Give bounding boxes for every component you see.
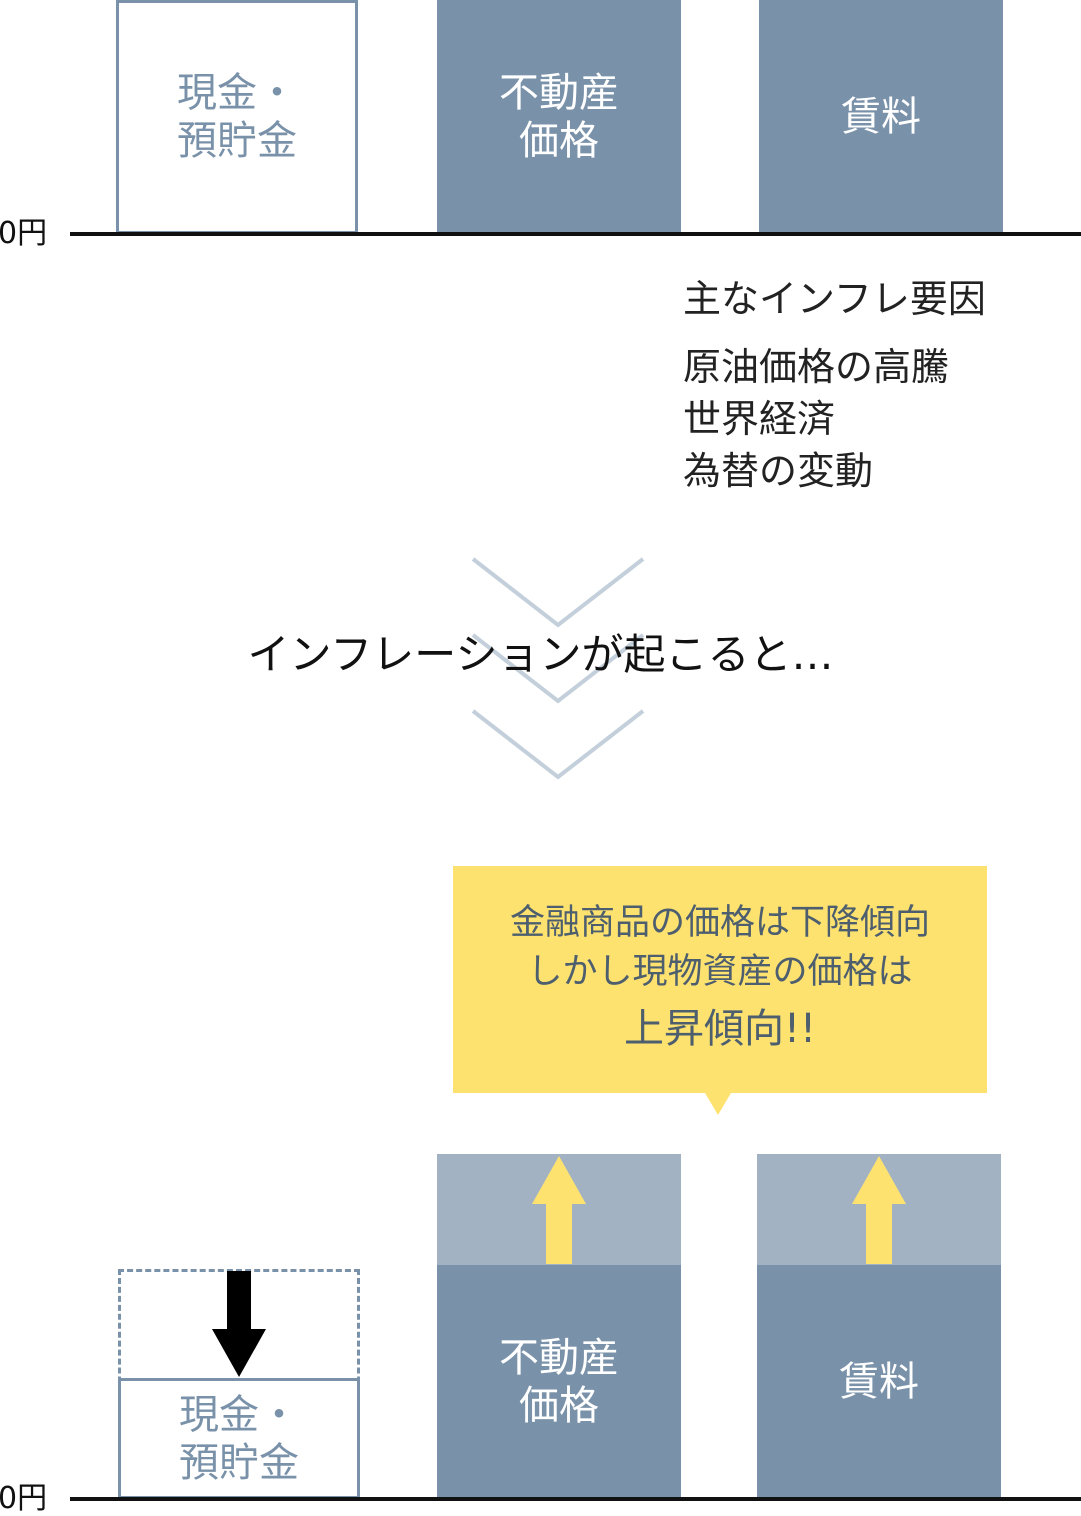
down-arrow-icon <box>212 1271 266 1377</box>
baseline-bottom <box>70 1497 1081 1501</box>
cash-savings-box-after: 現金・ 預貯金 <box>118 1378 360 1499</box>
zero-yen-label-bottom: 0円 <box>0 1481 48 1516</box>
callout-line2: しかし現物資産の価格は <box>527 951 913 992</box>
cash-savings-box-before: 現金・ 預貯金 <box>116 0 358 234</box>
chevron-down-icon <box>471 557 645 780</box>
real-estate-label-line2: 価格 <box>519 118 599 164</box>
real-estate-box-before: 不動産 価格 <box>437 0 681 234</box>
cash-savings-label-line1: 現金・ <box>179 1391 299 1438</box>
cash-savings-label-line2: 預貯金 <box>177 118 297 164</box>
up-arrow-icon <box>852 1156 906 1264</box>
real-estate-box-after: 不動産 価格 <box>437 1265 681 1499</box>
zero-yen-label-top: 0円 <box>0 216 48 251</box>
real-estate-label-line1: 不動産 <box>499 70 619 116</box>
factor-item-world-economy: 世界経済 <box>683 397 836 441</box>
callout-bubble: 金融商品の価格は下降傾向 しかし現物資産の価格は 上昇傾向!! <box>453 866 987 1093</box>
callout-tail <box>705 1093 731 1115</box>
headline: インフレーションが起こると… <box>247 630 834 679</box>
up-arrow-icon <box>532 1156 586 1264</box>
real-estate-label-line2: 価格 <box>519 1383 599 1429</box>
factors-title: 主なインフレ要因 <box>683 277 986 321</box>
inflation-factors: 主なインフレ要因 原油価格の高騰 世界経済 為替の変動 <box>683 280 986 504</box>
baseline-top <box>70 232 1081 236</box>
factor-item-crude-oil: 原油価格の高騰 <box>683 345 950 389</box>
cash-savings-label-line2: 預貯金 <box>179 1439 299 1486</box>
real-estate-label-line1: 不動産 <box>499 1335 619 1381</box>
callout-line1: 金融商品の価格は下降傾向 <box>509 902 930 943</box>
rent-label: 賃料 <box>841 94 921 140</box>
rent-box-after: 賃料 <box>757 1265 1001 1499</box>
rent-label: 賃料 <box>839 1359 919 1405</box>
rent-box-before: 賃料 <box>759 0 1003 234</box>
factor-item-exchange-rate: 為替の変動 <box>683 449 874 493</box>
callout-line3: 上昇傾向!! <box>623 1005 817 1052</box>
cash-savings-label-line1: 現金・ <box>177 70 297 116</box>
